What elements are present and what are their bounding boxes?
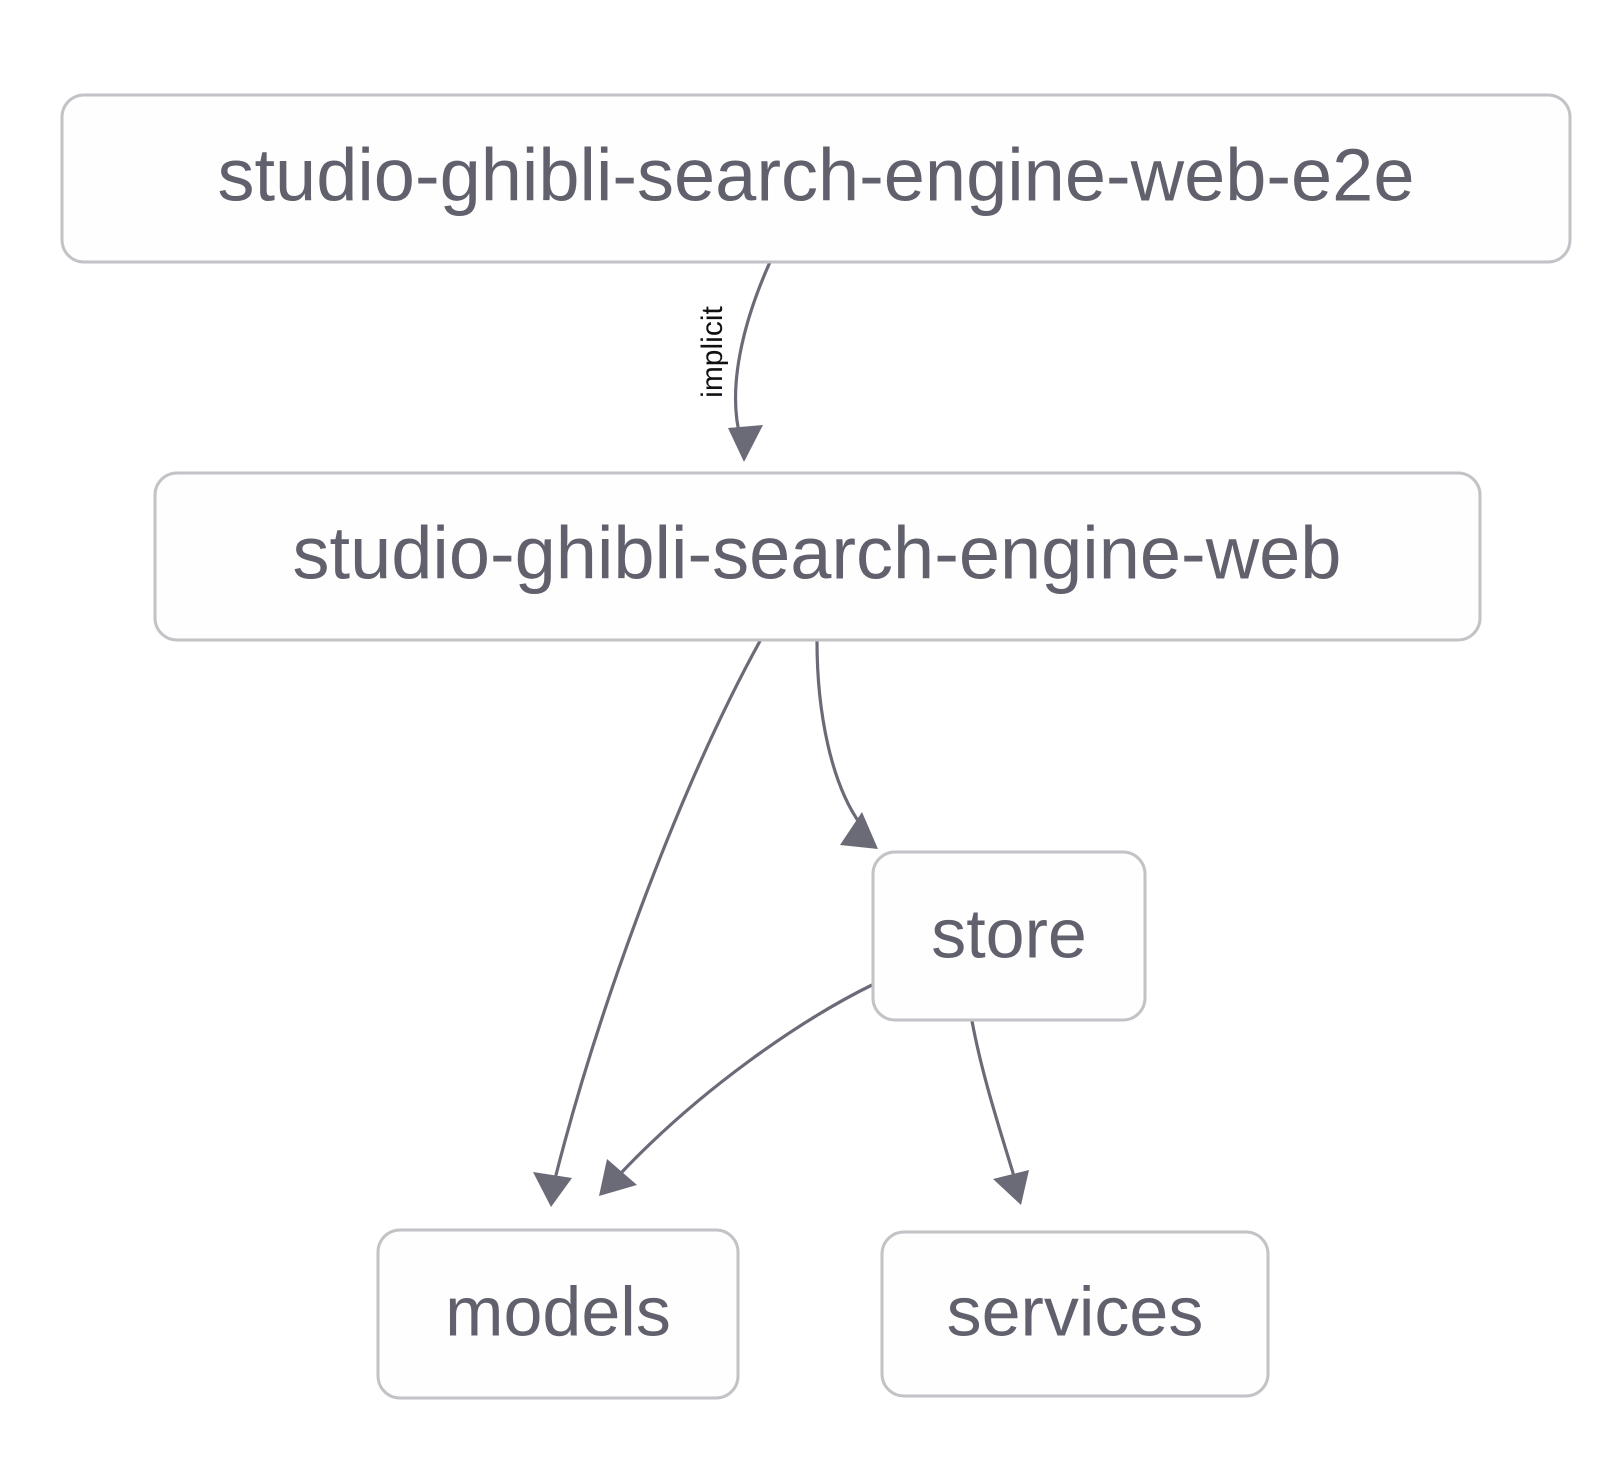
node-label: studio-ghibli-search-engine-web-e2e [217, 134, 1414, 217]
node-label: models [445, 1272, 671, 1350]
node-box[interactable] [153, 471, 1482, 642]
edge-layer: implicit [533, 260, 1029, 1207]
edge-arrowhead [840, 812, 878, 849]
node-box[interactable] [60, 93, 1572, 264]
node-box[interactable] [376, 1228, 740, 1400]
edge-arrowhead [728, 425, 763, 462]
node-models[interactable]: models [376, 1228, 740, 1400]
edge-path[interactable] [815, 639, 863, 827]
edge-web-to-store[interactable] [815, 639, 878, 849]
edge-label-implicit: implicit [696, 306, 729, 398]
node-studio-ghibli-search-engine-web-e2e[interactable]: studio-ghibli-search-engine-web-e2e [60, 93, 1572, 264]
edge-arrowhead [533, 1172, 572, 1207]
edge-path[interactable] [620, 982, 876, 1174]
edge-path[interactable] [970, 1019, 1015, 1175]
edge-arrowhead [993, 1170, 1029, 1205]
edge-store-to-services[interactable] [970, 1019, 1029, 1205]
edge-path[interactable] [734, 260, 772, 442]
node-box[interactable] [880, 1230, 1270, 1398]
edge-web-to-models[interactable] [533, 639, 762, 1207]
node-services[interactable]: services [880, 1230, 1270, 1398]
node-studio-ghibli-search-engine-web[interactable]: studio-ghibli-search-engine-web [153, 471, 1482, 642]
edge-e2e-to-web[interactable]: implicit [696, 260, 772, 462]
node-label: store [931, 894, 1087, 972]
edge-arrowhead [599, 1159, 637, 1196]
node-store[interactable]: store [871, 850, 1147, 1022]
node-box[interactable] [871, 850, 1147, 1022]
edge-store-to-models[interactable] [599, 982, 876, 1196]
node-label: studio-ghibli-search-engine-web [293, 512, 1342, 595]
node-layer: studio-ghibli-search-engine-web-e2e stud… [60, 93, 1572, 1400]
edge-path[interactable] [554, 639, 762, 1177]
node-label: services [947, 1272, 1204, 1350]
